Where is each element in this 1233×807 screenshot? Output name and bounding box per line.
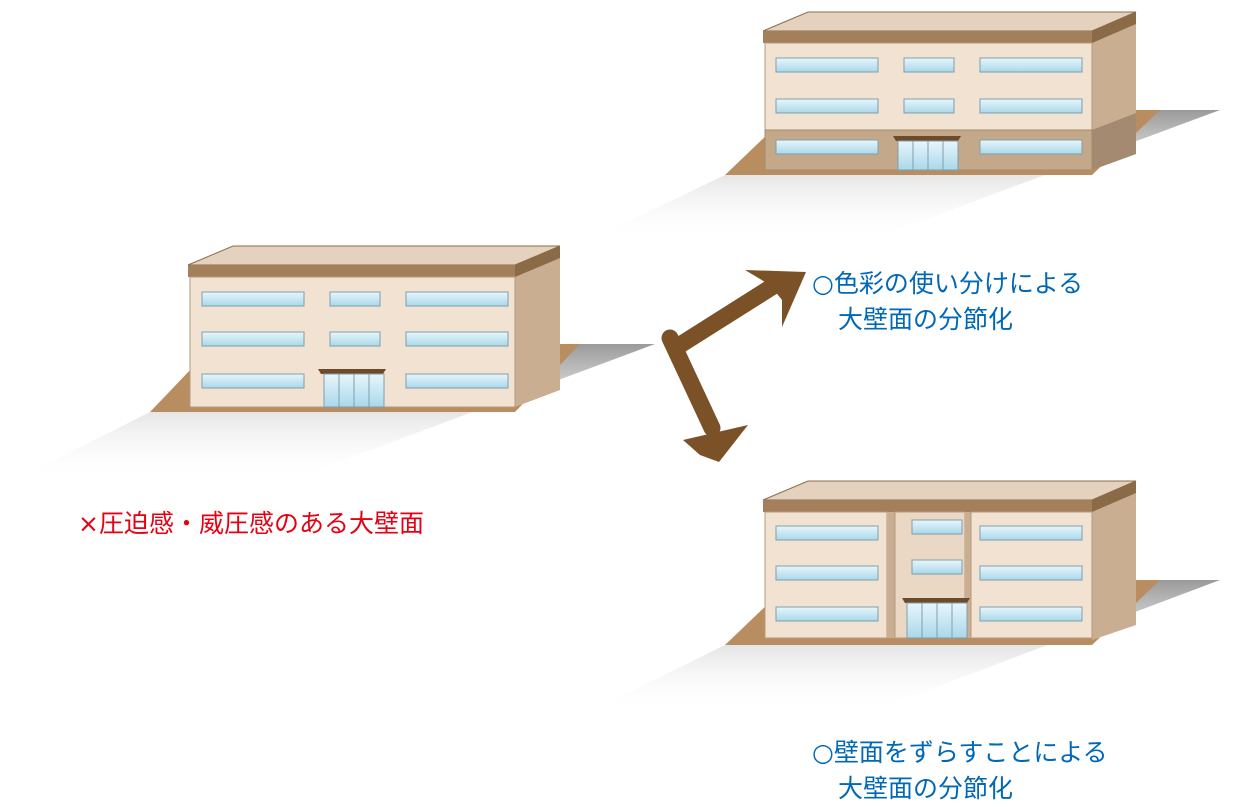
window: [979, 525, 1083, 541]
window: [979, 606, 1083, 622]
window: [979, 139, 1083, 155]
arrow-head-down: [683, 425, 748, 462]
building-color-split: [590, 11, 1220, 240]
windows: [775, 57, 1083, 155]
window: [201, 331, 305, 347]
entrance: [318, 369, 386, 408]
caption-color-line-1: ○色彩の使い分けによる: [812, 269, 1084, 298]
roof-top: [762, 11, 1137, 32]
window: [405, 373, 509, 389]
side-wall: [1092, 491, 1136, 640]
window: [903, 57, 955, 73]
window: [405, 291, 509, 307]
window: [775, 139, 879, 155]
window: [405, 331, 509, 347]
side-wall: [515, 256, 560, 407]
arrow-head-up: [745, 270, 806, 327]
roof-parapet: [763, 500, 1092, 512]
roof-parapet-side: [515, 246, 560, 277]
roof-parapet: [188, 265, 515, 277]
arrow-shaft-down: [661, 329, 721, 437]
window: [911, 559, 963, 575]
window: [329, 331, 381, 347]
window: [775, 57, 879, 73]
caption-color-split: ○色彩の使い分けによる 大壁面の分節化: [812, 266, 1083, 338]
windows: [201, 291, 509, 389]
roof-parapet: [763, 31, 1092, 43]
window: [903, 98, 955, 114]
caption-offset-line-1: ○壁面をずらすことによる: [812, 738, 1108, 767]
entrance-canopy: [902, 598, 970, 603]
side-wall-lower: [1092, 113, 1136, 170]
window: [201, 373, 305, 389]
wall-recess-right: [965, 512, 971, 638]
roof-top: [187, 245, 561, 266]
branching-arrow-icon: [661, 270, 806, 462]
window: [979, 57, 1083, 73]
caption-offset-line-2: 大壁面の分節化: [838, 774, 1014, 803]
window: [775, 525, 879, 541]
window: [775, 565, 879, 581]
entrance: [902, 598, 970, 639]
entrance-canopy: [893, 136, 961, 141]
window: [201, 291, 305, 307]
entrance-canopy: [318, 369, 386, 374]
window: [775, 98, 879, 114]
building-large-wall: [15, 245, 655, 480]
caption-bad-line-1: ×圧迫感・威圧感のある大壁面: [78, 509, 424, 538]
window: [329, 291, 381, 307]
caption-offset-split: ○壁面をずらすことによる 大壁面の分節化: [812, 735, 1108, 807]
window: [979, 98, 1083, 114]
entrance: [893, 136, 961, 171]
caption-color-line-2: 大壁面の分節化: [838, 305, 1014, 334]
window: [775, 606, 879, 622]
window: [911, 519, 963, 535]
front-wall-upper: [764, 42, 1093, 131]
building-offset-split: [590, 480, 1220, 712]
wall-recess-left: [887, 512, 895, 638]
roof-parapet-side: [1092, 12, 1136, 43]
roof-parapet-side: [1092, 481, 1136, 512]
arrow-shaft-up: [671, 276, 784, 354]
caption-large-wall: ×圧迫感・威圧感のある大壁面: [78, 506, 424, 542]
window: [979, 565, 1083, 581]
windows: [775, 519, 1083, 622]
roof-top: [762, 480, 1137, 501]
